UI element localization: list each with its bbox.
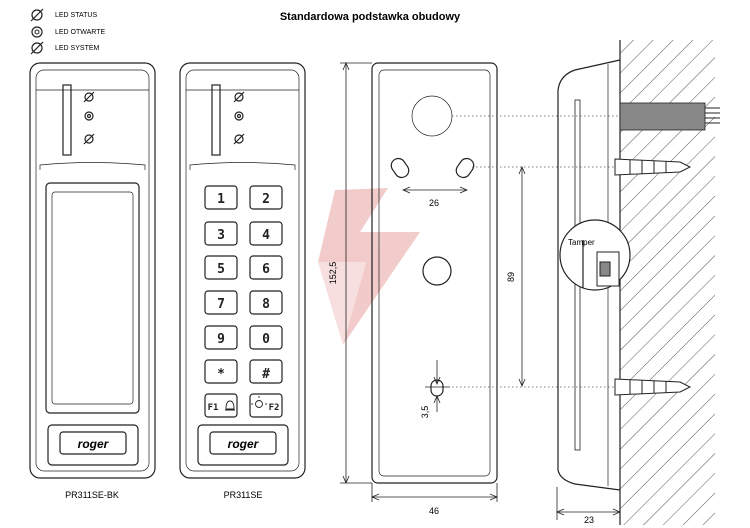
- wall-screw: [614, 378, 692, 396]
- bell-icon: [225, 400, 235, 411]
- key-hash[interactable]: #: [262, 367, 270, 382]
- key-2[interactable]: 2: [262, 192, 270, 207]
- dim-width: 46: [429, 506, 439, 516]
- key-f2[interactable]: F2: [269, 403, 280, 413]
- dim-depth: 23: [584, 515, 594, 525]
- tamper-callout: [559, 219, 631, 291]
- brand-logo: roger: [228, 437, 260, 451]
- dim-hole-offset: 3,5: [420, 406, 430, 419]
- key-0[interactable]: 0: [262, 332, 270, 347]
- dimension-lines: [340, 61, 622, 520]
- led-status-icon: [233, 91, 245, 103]
- wall-screw: [614, 158, 692, 176]
- key-f1[interactable]: F1: [208, 403, 219, 413]
- device-caption-bk: PR311SE-BK: [65, 490, 119, 500]
- key-8[interactable]: 8: [262, 297, 270, 312]
- key-1[interactable]: 1: [217, 192, 225, 207]
- key-5[interactable]: 5: [217, 262, 225, 277]
- device-caption-se: PR311SE: [224, 490, 263, 500]
- dotted-guides: [444, 115, 620, 388]
- key-7[interactable]: 7: [217, 297, 225, 312]
- keypad: [204, 185, 283, 418]
- legend-label-status: LED STATUS: [55, 12, 97, 19]
- led-status-icon: [30, 8, 44, 22]
- led-system-icon: [83, 133, 95, 145]
- key-4[interactable]: 4: [262, 228, 270, 243]
- key-6[interactable]: 6: [262, 262, 270, 277]
- wall-section: [619, 40, 720, 525]
- key-9[interactable]: 9: [217, 332, 225, 347]
- brand-logo: roger: [78, 437, 110, 451]
- watermark-logo: [318, 188, 420, 345]
- tamper-label: Tamper: [568, 238, 595, 247]
- legend-label-open: LED OTWARTE: [55, 29, 106, 36]
- bulb-icon: [251, 396, 267, 408]
- device-pr311se-bk: [29, 62, 156, 479]
- key-star[interactable]: *: [217, 367, 225, 382]
- dim-height: 152,5: [328, 262, 338, 285]
- device-pr311se: [179, 62, 306, 479]
- key-3[interactable]: 3: [217, 228, 225, 243]
- dim-hole-spacing-v: 89: [506, 272, 516, 282]
- led-system-icon: [233, 133, 245, 145]
- led-status-icon: [83, 91, 95, 103]
- dim-hole-spacing-h: 26: [429, 198, 439, 208]
- led-open-icon: [84, 111, 94, 121]
- led-open-icon: [234, 111, 244, 121]
- mounting-base-front: [371, 62, 498, 484]
- diagram-title: Standardowa podstawka obudowy: [280, 11, 461, 23]
- legend-label-system: LED SYSTEM: [55, 45, 100, 52]
- led-open-icon: [31, 26, 43, 38]
- led-system-icon: [30, 41, 44, 55]
- legend: LED STATUS LED OTWARTE LED SYSTEM: [30, 8, 106, 55]
